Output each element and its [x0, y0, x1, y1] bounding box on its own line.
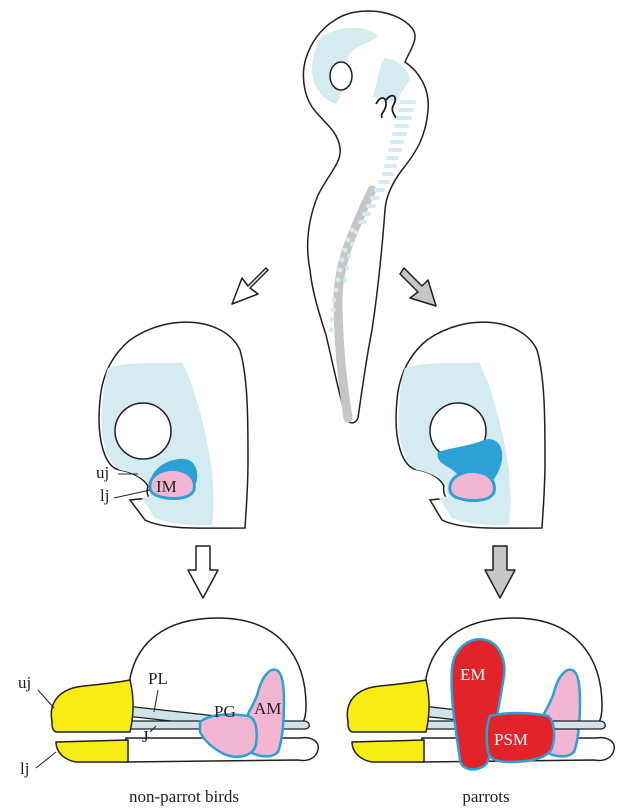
eye: [330, 62, 352, 90]
lower-jaw-beak-right: [352, 740, 424, 762]
label-im: IM: [156, 477, 177, 496]
label-pl: PL: [148, 669, 168, 688]
upper-jaw-beak-right: [347, 680, 429, 732]
label-lj-bottom: lj: [20, 759, 29, 778]
skull-parrot: [347, 618, 614, 769]
label-uj-bottom: uj: [18, 673, 31, 692]
upper-jaw-beak-left: [51, 680, 133, 732]
arrow-down-left: [188, 546, 218, 598]
label-pg: PG: [214, 702, 236, 721]
skull-non-parrot: [51, 618, 318, 762]
label-psm: PSM: [494, 730, 528, 749]
leader-lj-mid: [114, 490, 150, 498]
arrow-left-diagonal: [232, 268, 268, 304]
arrow-right-diagonal: [400, 268, 436, 306]
caption-non-parrot: non-parrot birds: [129, 787, 239, 806]
label-j: J: [142, 727, 149, 746]
head-parrot: [396, 322, 545, 528]
label-am: AM: [254, 699, 281, 718]
leader-lj-bottom: [36, 752, 56, 768]
label-lj-mid: lj: [100, 486, 109, 505]
lower-jaw-beak-left: [56, 740, 128, 762]
muscle-right: [450, 472, 495, 501]
arrow-down-right: [485, 546, 515, 598]
head-non-parrot: [99, 322, 248, 528]
caption-parrots: parrots: [462, 787, 509, 806]
leader-uj-bottom: [38, 690, 54, 708]
label-em: EM: [460, 665, 486, 684]
eye-left: [115, 403, 171, 459]
label-uj-mid: uj: [96, 463, 109, 482]
